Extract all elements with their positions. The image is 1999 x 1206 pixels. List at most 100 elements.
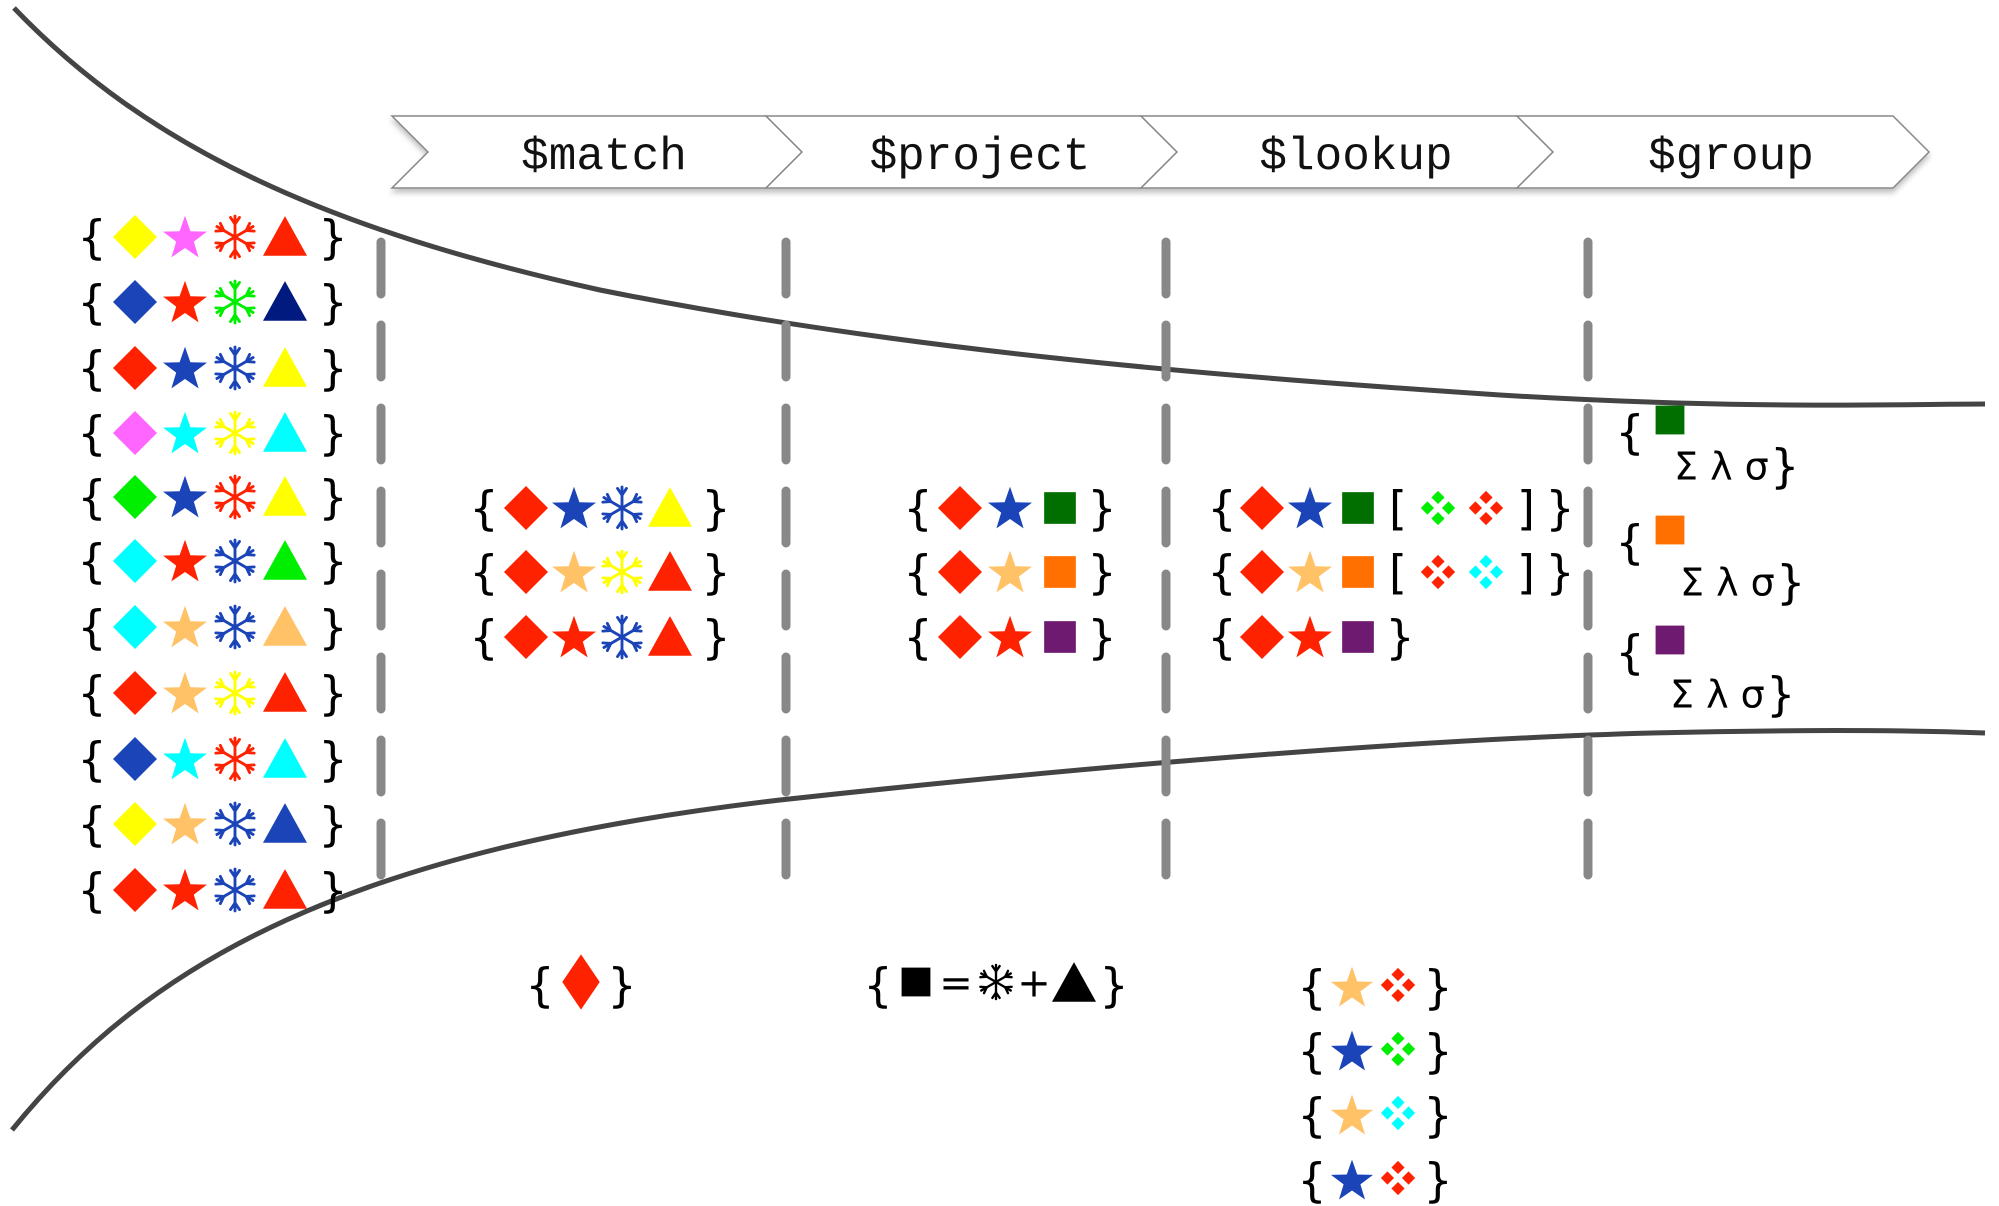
project-output-document: {} [903,482,1116,536]
accumulators-text: Σ λ σ [1670,673,1765,717]
diamond-icon [504,615,548,659]
open-brace: { [77,407,106,461]
close-bracket: ] [1517,482,1535,536]
close-bracket: ] [1517,546,1535,600]
group-output-document: {Σ λ σ} [1615,515,1805,610]
stage-label-lookup: $lookup [1259,131,1452,183]
triangle-icon [263,476,307,516]
match-output-document: {} [469,611,730,665]
close-brace: } [1087,611,1116,665]
input-document: {} [77,342,347,396]
close-brace: } [318,211,347,265]
input-document: {} [77,535,347,589]
diamond-icon [504,550,548,594]
square-icon [1655,405,1685,435]
star-icon [552,486,596,529]
close-brace: } [1099,959,1128,1013]
star-icon [988,615,1032,658]
plus-sign: + [1017,960,1051,1006]
close-brace: } [1087,482,1116,536]
open-brace: { [469,611,498,665]
close-brace: } [318,407,347,461]
stage-separators [376,237,1593,883]
close-brace: } [1545,482,1574,536]
close-brace: } [318,471,347,525]
square-icon [1044,621,1076,653]
star-icon [988,486,1032,529]
close-brace: } [1770,440,1799,494]
square-icon [1342,556,1374,588]
open-brace: { [1207,611,1236,665]
close-brace: } [318,535,347,589]
lookup-output-document: { []} [1207,482,1574,536]
close-brace: } [318,601,347,655]
open-brace: { [903,611,932,665]
equals-sign: = [939,960,973,1006]
cluster-icon [1420,490,1456,526]
open-brace: { [1207,482,1236,536]
input-document: {} [77,211,347,265]
lookup-foreign-document: {} [1297,961,1452,1015]
open-brace: { [77,864,106,918]
star-icon [163,346,207,389]
lookup-foreign-document: {} [1297,1154,1452,1206]
star-icon [988,550,1032,593]
open-bracket: [ [1389,482,1407,536]
open-brace: { [77,471,106,525]
diamond-icon [113,671,157,715]
cluster-icon [1380,1160,1416,1196]
diamond-icon [113,475,157,519]
star-icon [1288,615,1332,658]
snowflake-icon [601,485,643,531]
stage-label-project: $project [870,131,1091,183]
square-icon [1342,621,1374,653]
snowflake-icon [214,736,256,782]
star-icon [1331,1094,1373,1135]
triangle-icon [648,487,692,527]
diamond-icon [938,550,982,594]
cluster-icon [1468,490,1504,526]
star-icon [1288,550,1332,593]
cluster-icon [1420,554,1456,590]
open-brace: { [1615,406,1644,460]
snowflake-icon [214,279,256,325]
snowflake-icon [214,670,256,716]
open-brace: { [1207,546,1236,600]
stage-label-match: $match [521,131,687,183]
triangle-icon [263,412,307,452]
input-document: {} [77,864,347,918]
triangle-icon [263,869,307,909]
open-brace: { [863,959,892,1013]
open-bracket: [ [1389,546,1407,600]
open-brace: { [903,546,932,600]
star-icon [163,868,207,911]
snowflake-icon [214,214,256,260]
square-icon [1044,556,1076,588]
diamond-icon [938,615,982,659]
lookup-output-document: {[]} [1207,546,1574,600]
triangle-icon [263,738,307,778]
star-icon [1331,1030,1373,1071]
close-brace: } [318,667,347,721]
stage-chevron-group[interactable] [1515,115,1931,189]
snowflake-icon [601,614,643,660]
star-icon [163,802,207,845]
open-brace: { [77,276,106,330]
close-brace: } [318,864,347,918]
open-brace: { [1297,1025,1326,1079]
snowflake-icon [214,410,256,456]
triangle-icon [263,347,307,387]
triangle-icon [263,281,307,321]
diamond-suit-icon [562,954,600,1010]
diamond-icon [113,215,157,259]
open-brace: { [77,798,106,852]
lookup-foreign-document: {} [1297,1089,1452,1143]
open-brace: { [469,546,498,600]
diamond-icon [113,737,157,781]
open-brace: { [1615,626,1644,680]
open-brace: { [77,211,106,265]
star-icon [163,411,207,454]
project-output-document: {} [903,546,1116,600]
close-brace: } [318,733,347,787]
open-brace: { [77,733,106,787]
